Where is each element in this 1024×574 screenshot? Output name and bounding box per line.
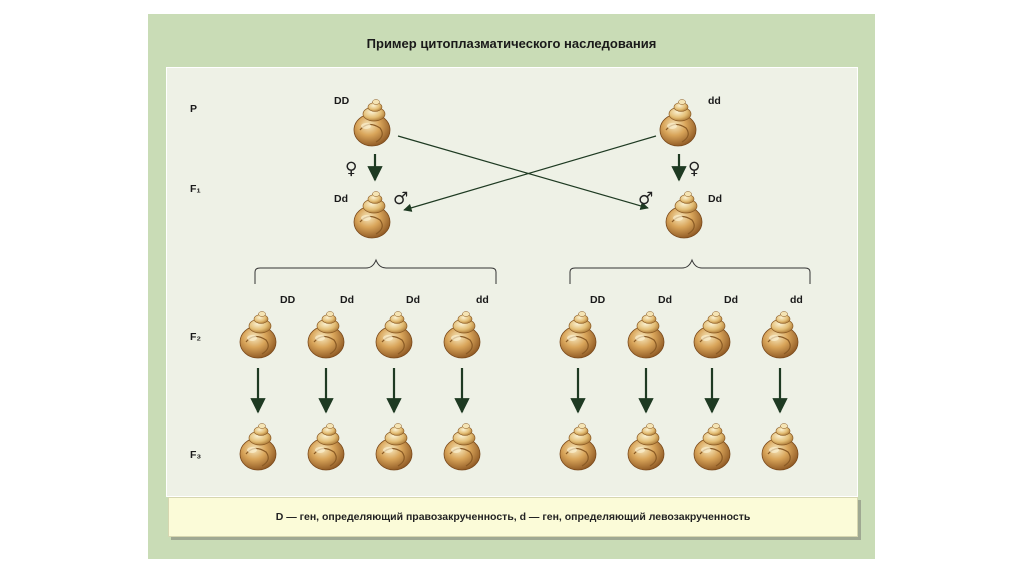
f2-genotype-label: Dd xyxy=(340,294,354,306)
snail-shell-icon xyxy=(444,312,480,359)
f2-genotype-labels: DD Dd Dd dd DD Dd Dd dd xyxy=(280,294,803,306)
generation-label-f1: F₁ xyxy=(190,183,201,195)
snail-shell-icon xyxy=(660,100,696,147)
f2-genotype-label: dd xyxy=(790,294,803,306)
snail-shell-icon xyxy=(354,192,390,239)
generation-label-p: P xyxy=(190,103,197,115)
male-sign-icon: ♂ xyxy=(638,189,653,209)
snail-shell-icon xyxy=(762,312,798,359)
f2-to-f3-arrows xyxy=(258,368,780,412)
f2-genotype-label: Dd xyxy=(658,294,672,306)
snail-shell-icon xyxy=(628,424,664,471)
snail-shell-icon xyxy=(762,424,798,471)
f2-genotype-label: dd xyxy=(476,294,489,306)
generation-label-f2: F₂ xyxy=(190,331,201,343)
snail-shell-icon xyxy=(694,424,730,471)
brace-left-group xyxy=(255,260,496,284)
male-sign-icon: ♂ xyxy=(393,189,408,209)
f2-genotype-label: DD xyxy=(280,294,296,306)
snail-shell-icon xyxy=(694,312,730,359)
f2-genotype-label: Dd xyxy=(406,294,420,306)
f2-genotype-label: DD xyxy=(590,294,606,306)
snail-shell-icon xyxy=(628,312,664,359)
f2-snail-row xyxy=(240,312,798,359)
generation-label-f3: F₃ xyxy=(190,449,201,461)
female-sign-icon: ♀ xyxy=(688,159,700,179)
snail-shell-icon xyxy=(376,424,412,471)
snail-shell-icon xyxy=(560,312,596,359)
snail-shell-icon xyxy=(308,312,344,359)
snail-shell-icon xyxy=(308,424,344,471)
snail-shell-icon xyxy=(666,192,702,239)
female-sign-icon: ♀ xyxy=(345,159,357,179)
snail-shell-icon xyxy=(240,424,276,471)
f3-snail-row xyxy=(240,424,798,471)
snail-shell-icon xyxy=(444,424,480,471)
cross-arrow-left-to-right xyxy=(398,136,648,208)
parent-right-genotype: dd xyxy=(708,95,721,107)
snail-shell-icon xyxy=(240,312,276,359)
snail-shell-icon xyxy=(376,312,412,359)
snail-shell-icon xyxy=(354,100,390,147)
snail-shell-icon xyxy=(560,424,596,471)
f2-genotype-label: Dd xyxy=(724,294,738,306)
brace-right-group xyxy=(570,260,810,284)
f1-left-genotype: Dd xyxy=(334,193,348,205)
f1-right-genotype: Dd xyxy=(708,193,722,205)
parent-left-genotype: DD xyxy=(334,95,350,107)
